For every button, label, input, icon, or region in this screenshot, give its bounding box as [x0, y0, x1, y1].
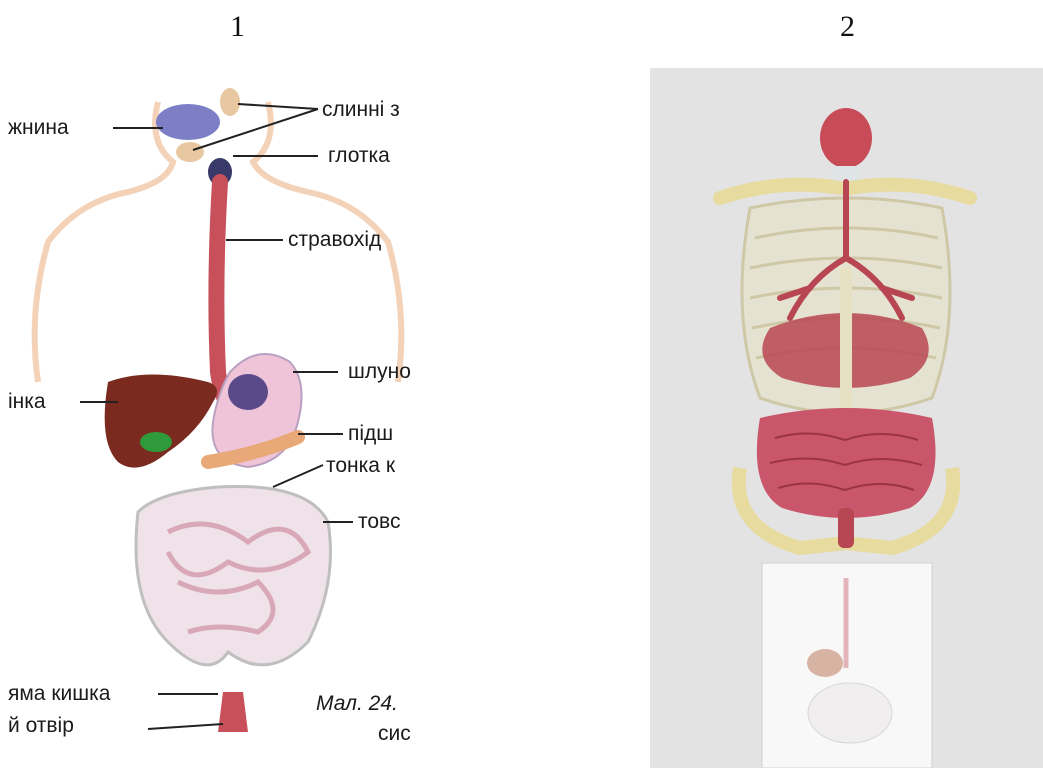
- figure-caption-line1: Мал. 24.: [316, 692, 398, 716]
- label-esophagus: стравохід: [288, 228, 381, 252]
- body-outline-left: [35, 102, 173, 382]
- panel-number-2: 2: [840, 10, 855, 44]
- oral-cavity: [156, 104, 220, 140]
- liver: [105, 375, 217, 468]
- label-liver: інка: [8, 390, 46, 414]
- label-salivary-glands: слинні з: [322, 98, 400, 122]
- gallbladder: [140, 432, 172, 452]
- stomach-inner: [228, 374, 268, 410]
- rectum: [218, 692, 248, 732]
- panel-number-1: 1: [230, 10, 245, 44]
- salivary-gland-lower: [176, 142, 204, 162]
- rectum-3d: [838, 508, 854, 548]
- label-anus: й отвір: [8, 714, 74, 738]
- label-small-intestine: тонка к: [326, 454, 395, 478]
- anatomy-3d-model-view: [650, 68, 1043, 768]
- salivary-gland: [220, 88, 240, 116]
- intestines: [757, 408, 936, 518]
- label-pharynx: глотка: [328, 144, 390, 168]
- sheet-intestine: [808, 683, 892, 743]
- sheet-liver: [807, 649, 843, 677]
- label-large-intestine: товс: [358, 510, 400, 534]
- leader-line-small-intestine: [273, 465, 323, 487]
- label-stomach: шлуно: [348, 360, 411, 384]
- digestive-system-diagram: слинні з жнина глотка стравохід шлуно ін…: [8, 82, 426, 742]
- head-structure: [820, 108, 872, 168]
- digestive-illustration: [8, 82, 426, 742]
- leader-line-anus: [148, 724, 223, 729]
- label-mouth: жнина: [8, 116, 69, 140]
- anatomy-3d-illustration: [650, 68, 1043, 768]
- figure-caption-line2: сис: [378, 722, 411, 742]
- label-pancreas: підш: [348, 422, 393, 446]
- label-rectum: яма кишка: [8, 682, 110, 706]
- large-intestine: [136, 486, 331, 664]
- leader-line-salivary: [238, 104, 318, 109]
